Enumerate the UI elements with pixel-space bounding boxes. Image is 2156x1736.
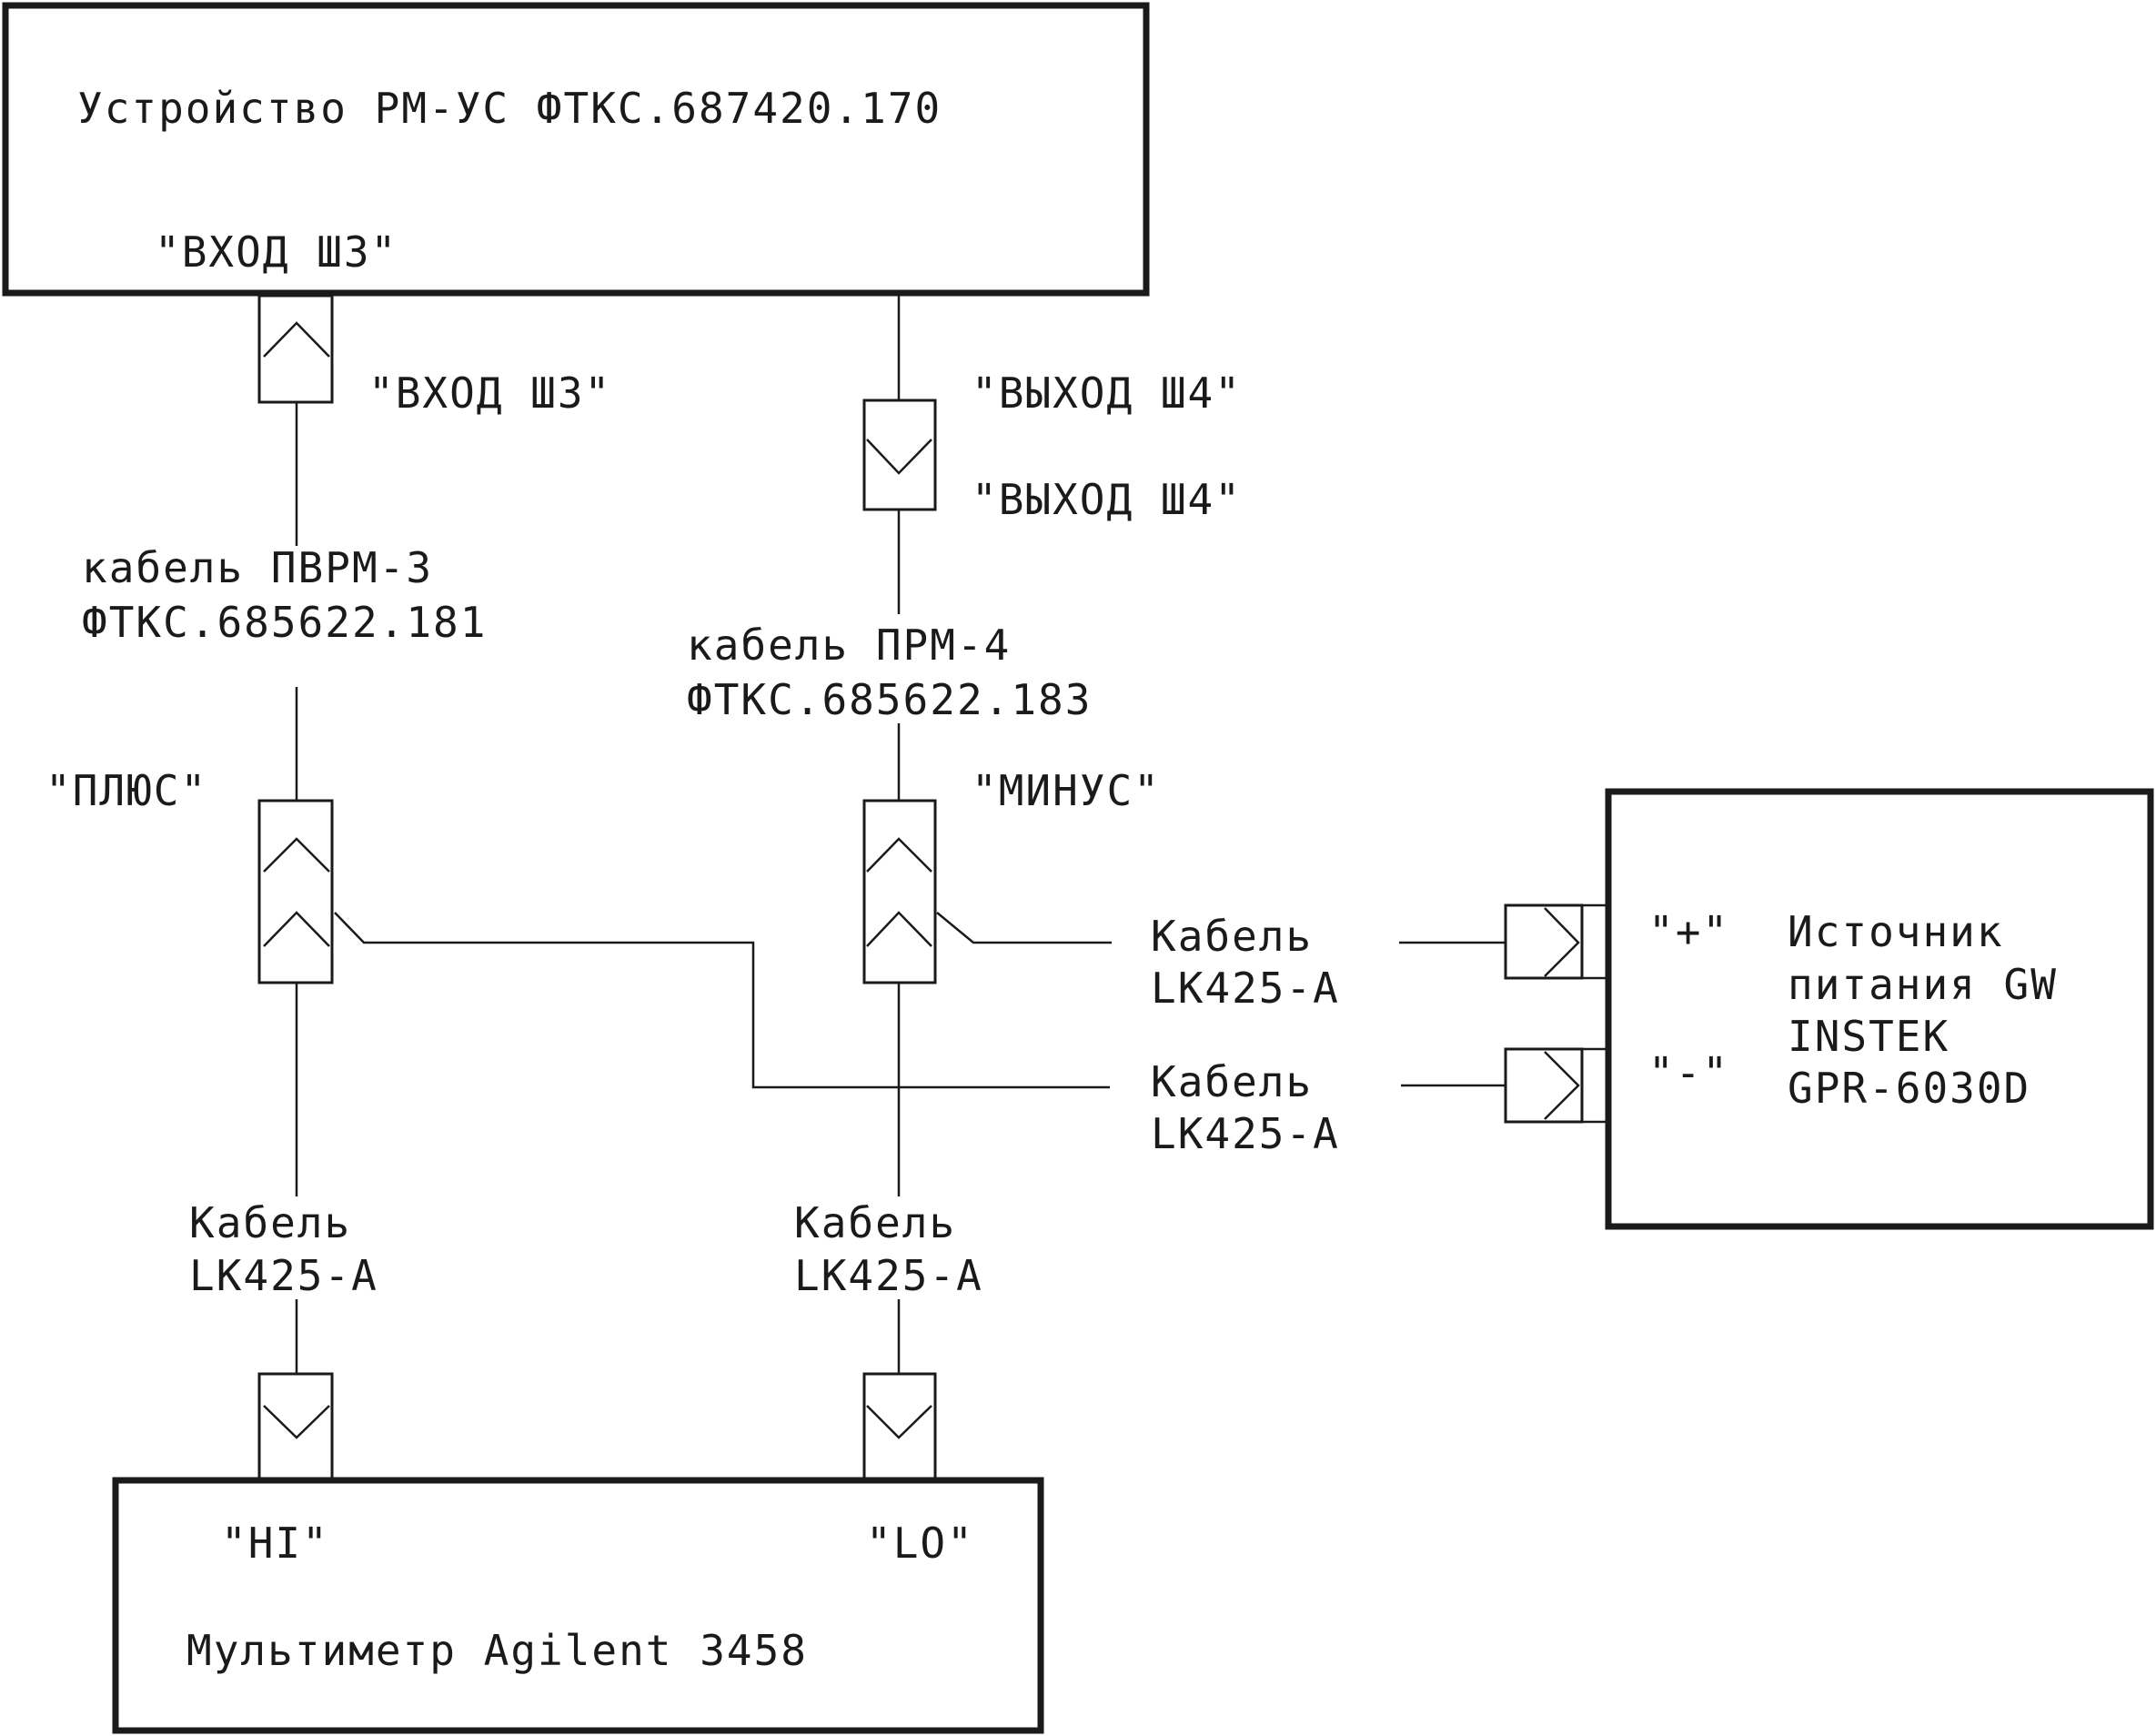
power-supply-block: "+" "-" Источник питания GW INSTEK GPR-6… xyxy=(1605,788,2154,1230)
wire-plus-to-psu-minus xyxy=(334,912,1110,1089)
psu-name-line1: Источник xyxy=(1788,907,2004,956)
psu-name-line2: питания GW xyxy=(1788,960,2058,1009)
connector-input-sh3 xyxy=(257,294,334,404)
connector-lo xyxy=(862,1372,937,1480)
cable-lk-lo-label: Кабель LK425-A xyxy=(794,1198,983,1300)
connector-plus xyxy=(257,799,334,984)
cable-lk-plus-line2: LK425-A xyxy=(1151,964,1340,1013)
multimeter-box xyxy=(112,1477,1044,1734)
cable-prm4-label: кабель ПРМ-4 ФТКС.685622.183 xyxy=(687,621,1092,724)
power-supply-box xyxy=(1605,788,2154,1230)
multimeter-hi-label: "HI" xyxy=(221,1519,329,1568)
psu-name-line3: INSTEK xyxy=(1788,1012,1949,1061)
cable-lk-lo-line2: LK425-A xyxy=(794,1251,983,1300)
cable-prm4-code: ФТКС.685622.183 xyxy=(687,675,1092,724)
wires xyxy=(295,293,1608,1374)
cable-lk-plus-line1: Кабель xyxy=(1151,912,1313,961)
cable-lk-minus-label: Кабель LK425-A xyxy=(1151,1057,1340,1158)
connector-hi xyxy=(257,1372,334,1480)
label-minus: "МИНУС" xyxy=(972,766,1161,815)
connector-psu-plus xyxy=(1504,903,1584,980)
cable-lk-hi-line2: LK425-A xyxy=(189,1251,378,1300)
label-output-sh4-top: "ВЫХОД Ш4" xyxy=(972,368,1242,418)
wire-minus-to-psu-plus xyxy=(936,912,1112,944)
device-box xyxy=(2,2,1150,297)
device-block: Устройство РМ-УС ФТКС.687420.170 "ВХОД Ш… xyxy=(2,2,1150,297)
connector-output-sh4 xyxy=(862,399,937,511)
cable-prm4-name: кабель ПРМ-4 xyxy=(687,621,1011,670)
cable-lk-minus-line1: Кабель xyxy=(1151,1057,1313,1106)
psu-minus-label: "-" xyxy=(1648,1048,1729,1097)
device-port-label: "ВХОД Ш3" xyxy=(155,227,398,277)
label-input-sh3: "ВХОД Ш3" xyxy=(368,368,611,418)
cable-lk-hi-label: Кабель LK425-A xyxy=(189,1198,378,1300)
cable-pvrm3-name: кабель ПВРМ-3 xyxy=(82,543,433,592)
multimeter-block: "HI" "LO" Мультиметр Agilent 3458 xyxy=(112,1477,1044,1734)
cable-lk-minus-line2: LK425-A xyxy=(1151,1109,1340,1158)
device-title: Устройство РМ-УС ФТКС.687420.170 xyxy=(77,84,942,133)
label-plus: "ПЛЮС" xyxy=(45,766,207,815)
connector-minus xyxy=(862,799,937,984)
cable-lk-lo-line1: Кабель xyxy=(794,1198,956,1247)
cable-pvrm3-label: кабель ПВРМ-3 ФТКС.685622.181 xyxy=(82,543,487,647)
cable-lk-plus-label: Кабель LK425-A xyxy=(1151,912,1340,1013)
multimeter-name: Мультиметр Agilent 3458 xyxy=(186,1626,808,1675)
multimeter-lo-label: "LO" xyxy=(866,1519,974,1568)
label-output-sh4-bottom: "ВЫХОД Ш4" xyxy=(972,475,1242,524)
cable-lk-hi-line1: Кабель xyxy=(189,1198,351,1247)
connector-psu-minus xyxy=(1504,1047,1584,1124)
psu-plus-label: "+" xyxy=(1648,907,1729,956)
cable-pvrm3-code: ФТКС.685622.181 xyxy=(82,598,487,647)
psu-name-line4: GPR-6030D xyxy=(1788,1064,2030,1113)
